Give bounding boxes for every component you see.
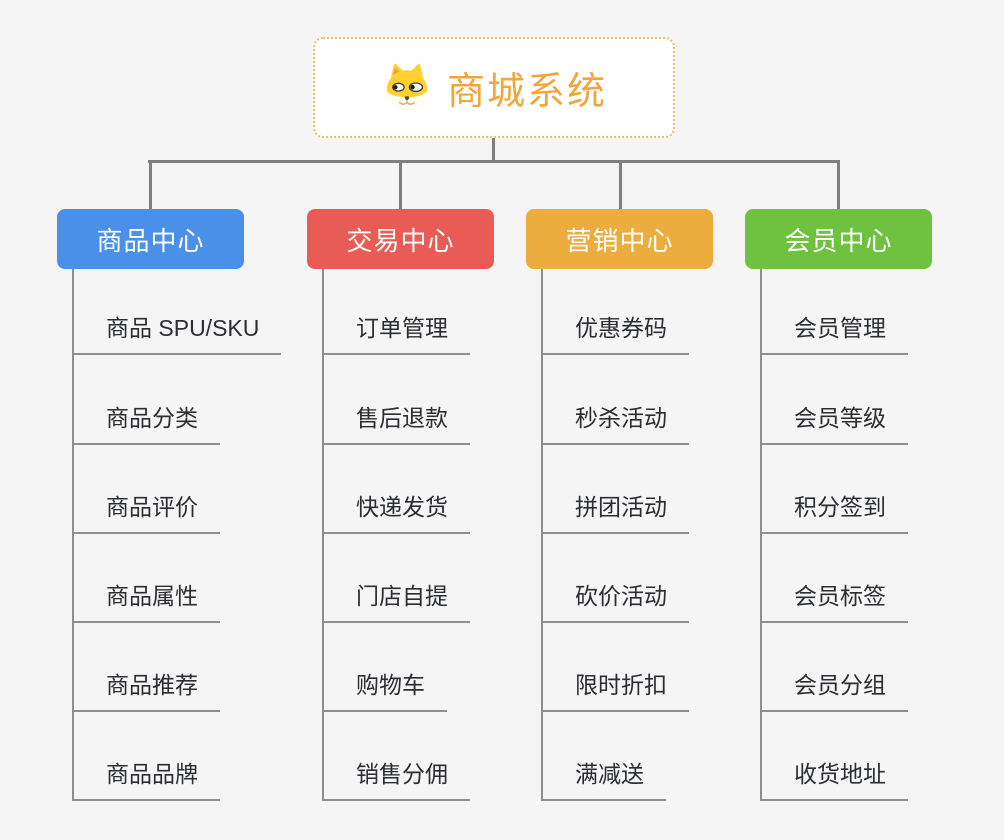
- connector-drop: [836, 160, 840, 209]
- doge-icon: [386, 63, 428, 111]
- branch-spine: [322, 269, 324, 801]
- leaf-node[interactable]: 商品属性: [72, 579, 220, 623]
- connector-drop: [618, 160, 622, 209]
- leaf-node[interactable]: 商品推荐: [72, 668, 220, 712]
- root-node[interactable]: 商城系统: [313, 37, 675, 138]
- branch-spine: [760, 269, 762, 801]
- leaf-node[interactable]: 商品评价: [72, 490, 220, 534]
- connector-drop: [148, 160, 152, 209]
- leaf-node[interactable]: 商品品牌: [72, 757, 220, 801]
- leaf-node[interactable]: 销售分佣: [322, 757, 470, 801]
- root-title: 商城系统: [446, 71, 607, 113]
- leaf-node[interactable]: 会员管理: [760, 311, 908, 355]
- branch-spine: [72, 269, 74, 801]
- leaf-node[interactable]: 拼团活动: [541, 490, 689, 534]
- leaf-node[interactable]: 会员标签: [760, 579, 908, 623]
- leaf-node[interactable]: 秒杀活动: [541, 401, 689, 445]
- leaf-node[interactable]: 订单管理: [322, 311, 470, 355]
- connector-drop: [398, 160, 402, 209]
- leaf-node[interactable]: 积分签到: [760, 490, 908, 534]
- leaf-node[interactable]: 会员分组: [760, 668, 908, 712]
- leaf-node[interactable]: 快递发货: [322, 490, 470, 534]
- leaf-node[interactable]: 商品 SPU/SKU: [72, 311, 282, 355]
- leaf-node[interactable]: 限时折扣: [541, 668, 689, 712]
- root-connector-stub: [492, 138, 495, 162]
- branch-header[interactable]: 会员中心: [745, 209, 932, 269]
- leaf-node[interactable]: 收货地址: [760, 757, 908, 801]
- connector-horizontal: [148, 160, 840, 163]
- leaf-node[interactable]: 购物车: [322, 668, 447, 712]
- leaf-node[interactable]: 商品分类: [72, 401, 220, 445]
- leaf-node[interactable]: 优惠券码: [541, 311, 689, 355]
- branch-header[interactable]: 营销中心: [526, 209, 713, 269]
- leaf-node[interactable]: 售后退款: [322, 401, 470, 445]
- branch-header[interactable]: 商品中心: [57, 209, 244, 269]
- leaf-node[interactable]: 砍价活动: [541, 579, 689, 623]
- leaf-node[interactable]: 会员等级: [760, 401, 908, 445]
- leaf-node[interactable]: 门店自提: [322, 579, 470, 623]
- branch-spine: [541, 269, 543, 801]
- leaf-node[interactable]: 满减送: [541, 757, 666, 801]
- branch-header[interactable]: 交易中心: [307, 209, 494, 269]
